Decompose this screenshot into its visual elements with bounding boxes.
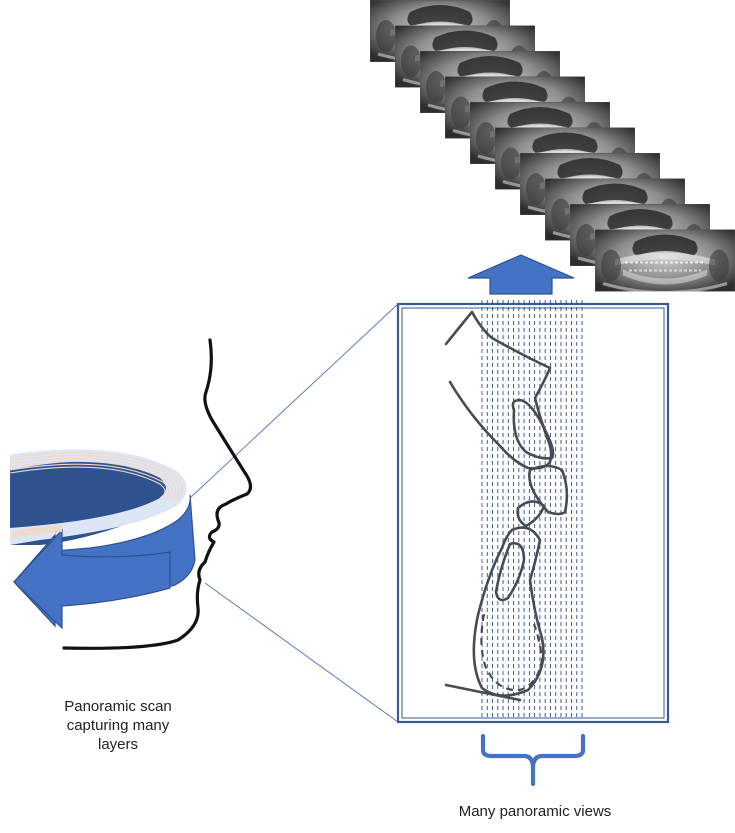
views-bracket [480, 733, 586, 787]
panoramic-view-10 [595, 229, 735, 292]
band-highlight [12, 525, 62, 538]
scan-arrow-head [13, 528, 171, 630]
panoramic-scan-band [9, 449, 196, 630]
cross-section-inner-border [401, 307, 665, 719]
up-arrow [467, 254, 575, 295]
panoramic-slice-lines [481, 300, 583, 720]
jaw-inner-dashed-outline [480, 613, 544, 692]
panoramic-views-stack [370, 0, 735, 292]
scan-layer-lines [9, 452, 184, 504]
panoramic-scan-caption: Panoramic scan capturing many layers [18, 697, 218, 754]
scan-caption-line-2: capturing many [66, 717, 170, 734]
scan-caption-line-1: Panoramic scan [64, 698, 172, 715]
scan-caption-line-3: layers [97, 736, 138, 753]
zoom-line-top [189, 303, 399, 499]
face-profile [62, 338, 253, 650]
cross-section-frame [396, 302, 670, 724]
zoom-line-bottom [204, 582, 399, 723]
panoramic-views-caption: Many panoramic views [458, 803, 612, 820]
